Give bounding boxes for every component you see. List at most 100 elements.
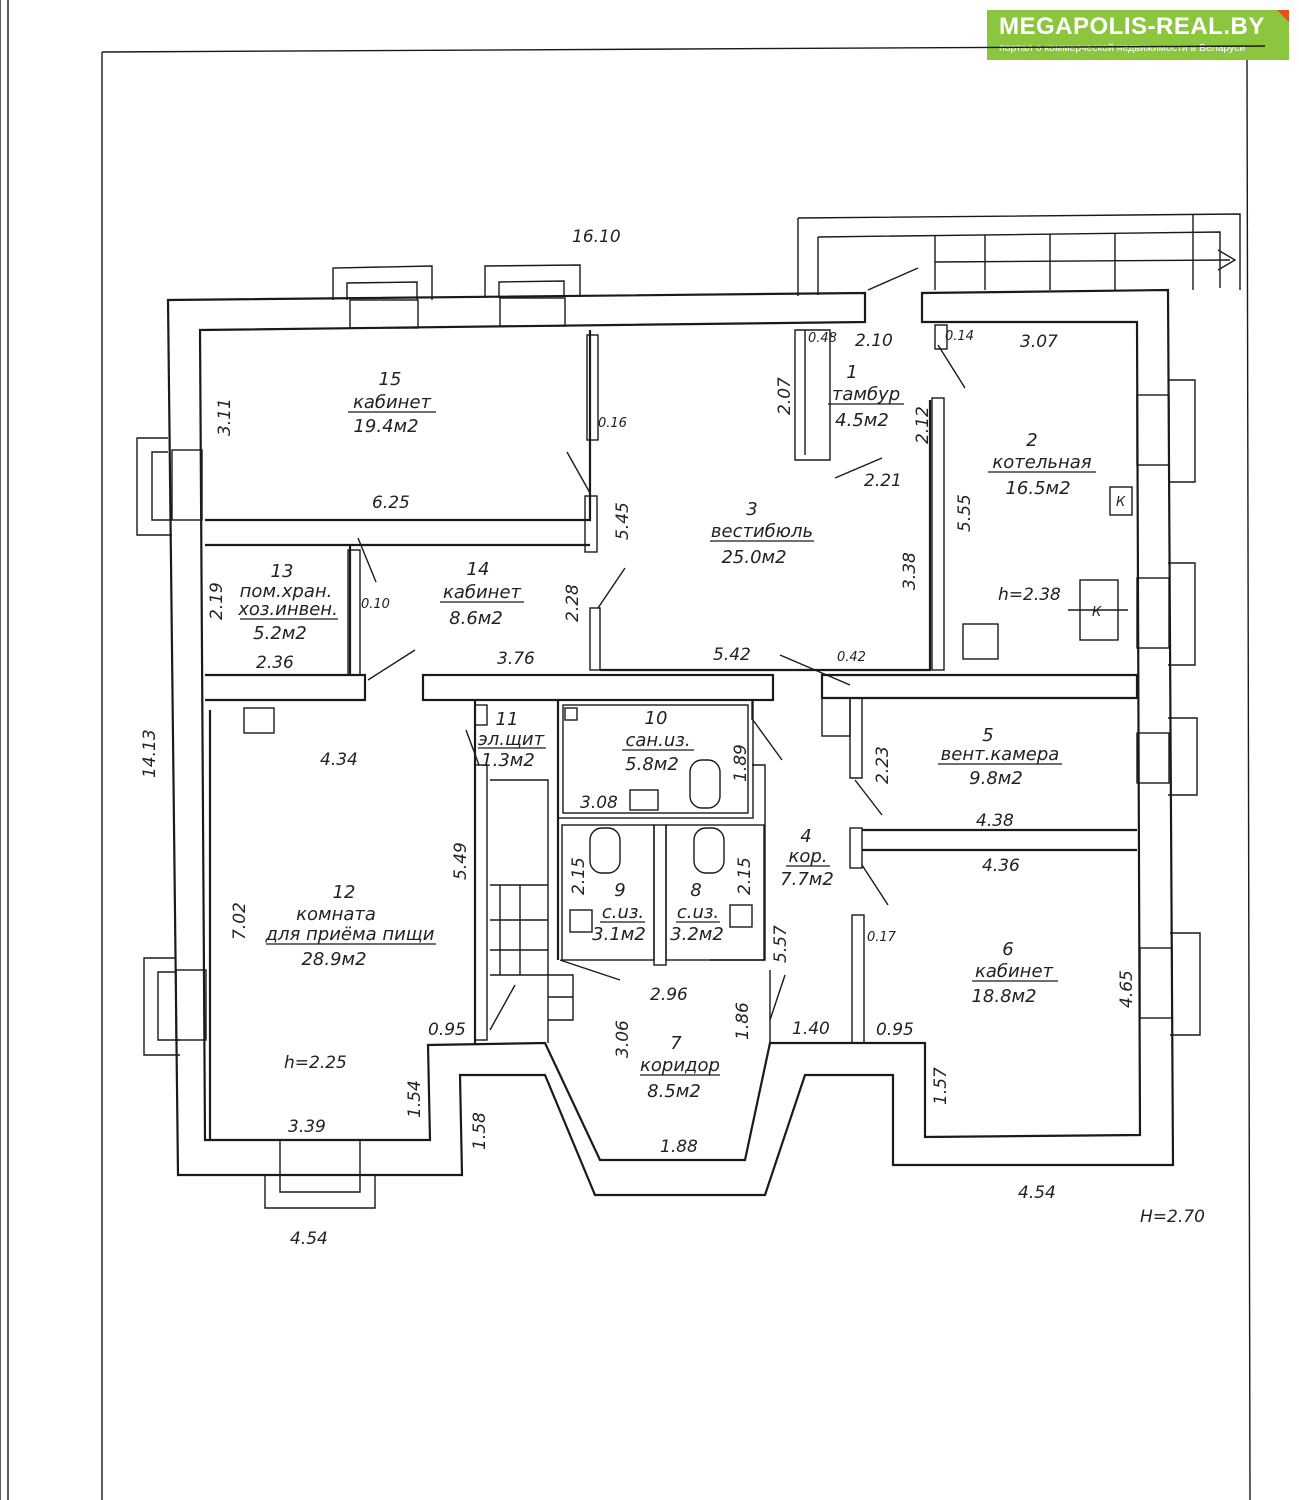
dim-2-15-a: 2.15 [569,857,589,895]
symbol-k-upper: К [1116,495,1126,510]
room-11-number: 11 [496,709,519,730]
room-12-area: 28.9м2 [301,949,366,970]
room-12-name-line2: для приёма пищи [265,924,435,945]
dim-3-06: 3.06 [613,1020,633,1058]
room-8-number: 8 [690,880,701,901]
room-13-area: 5.2м2 [253,623,307,644]
dim-5-45: 5.45 [613,502,633,540]
window-bays [136,264,1201,1209]
equipment [962,486,1133,660]
site-name[interactable]: MEGAPOLIS-REAL.BY [999,13,1265,40]
dim-6-25: 6.25 [372,493,410,513]
room-1-area: 4.5м2 [835,410,889,431]
dimension-labels: 16.10 2.10 0.48 0.14 3.07 3.11 0.16 2.07… [140,227,1137,1249]
room-6-number: 6 [1002,939,1013,960]
room-5-area: 9.8м2 [969,768,1023,789]
dim-4-34: 4.34 [320,750,358,770]
dim-3-07: 3.07 [1020,332,1058,352]
room-4-area: 7.7м2 [780,869,834,890]
room-6-area: 18.8м2 [971,986,1036,1007]
room-2-number: 2 [1026,430,1037,451]
dim-2-36: 2.36 [256,653,294,673]
room-14-number: 14 [467,559,490,580]
dim-5-57: 5.57 [771,925,791,963]
room-10-area: 5.8м2 [625,754,679,775]
room-9-area: 3.1м2 [592,924,646,945]
dim-2-28: 2.28 [563,584,583,622]
room-7-area: 8.5м2 [647,1081,701,1102]
door-swings [357,344,966,906]
dim-5-55: 5.55 [955,494,975,532]
dim-4-54-left: 4.54 [290,1229,328,1249]
dim-5-42: 5.42 [713,645,751,665]
dim-1-58: 1.58 [470,1112,490,1150]
dim-3-08: 3.08 [580,793,618,813]
dim-0-48: 0.48 [808,331,837,346]
room-3-area: 25.0м2 [721,547,786,568]
site-tagline: портал о коммерческой недвижимости в Бел… [999,42,1246,54]
dim-3-38: 3.38 [900,552,920,590]
dim-1-40: 1.40 [792,1019,830,1039]
room-2-name: котельная [992,452,1091,473]
room-4-name: кор. [788,846,827,867]
sheet-frame [0,0,1266,1500]
dim-4-65: 4.65 [1117,970,1137,1008]
dim-0-95-b: 0.95 [876,1020,914,1040]
dim-4-38: 4.38 [976,811,1014,831]
room-11-name: эл.щит [478,729,545,750]
height-boiler-room: h=2.38 [998,585,1061,605]
room-14-name: кабинет [443,582,522,603]
dim-0-16: 0.16 [598,416,627,431]
dim-1-89: 1.89 [731,744,751,782]
dim-7-02: 7.02 [230,902,250,940]
room-12-name: комната [296,904,376,925]
room-10-name: сан.uз. [625,730,690,751]
dim-0-14: 0.14 [945,329,974,344]
dim-1-88: 1.88 [660,1137,698,1157]
dim-2-21: 2.21 [864,471,902,491]
room-7-name: коридор [640,1055,720,1076]
room-9-name: с.uз. [602,902,644,923]
dim-3-39: 3.39 [288,1117,326,1137]
room-1-number: 1 [846,362,857,383]
height-labels: h=2.38 h=2.25 H=2.70 К К [284,495,1205,1227]
dim-16-10: 16.10 [572,227,621,247]
room-9-number: 9 [614,880,625,901]
banner-corner-mark [1277,10,1289,22]
room-3-name: вестибюль [711,521,813,542]
room-7-number: 7 [670,1033,682,1054]
height-total: H=2.70 [1140,1207,1205,1227]
interior-partitions [205,324,1139,1140]
dim-2-23: 2.23 [873,746,893,784]
dim-3-11: 3.11 [215,398,235,436]
room-15-area: 19.4м2 [353,416,418,437]
dim-2-10: 2.10 [855,331,893,351]
room-labels: 15 кабинет 19.4м2 1 тамбур 4.5м2 2 котел… [237,362,1096,1102]
room-13-number: 13 [271,561,294,582]
room-12-number: 12 [333,882,356,903]
room-8-name: с.uз. [677,902,719,923]
room-3-number: 3 [746,499,757,520]
room-8-area: 3.2м2 [670,924,724,945]
dim-4-36: 4.36 [982,856,1020,876]
room-13-name-line2: хоз.инвен. [237,599,338,620]
dim-14-13: 14.13 [140,729,160,778]
dim-2-19: 2.19 [207,582,227,620]
dim-0-95-a: 0.95 [428,1020,466,1040]
room-2-area: 16.5м2 [1005,478,1070,499]
room-1-name: тамбур [832,384,900,405]
dim-0-10: 0.10 [361,597,390,612]
room-5-number: 5 [982,725,993,746]
room-15-number: 15 [379,369,402,390]
dim-1-54: 1.54 [405,1080,425,1118]
height-room-12: h=2.25 [284,1053,347,1073]
room-5-name: вент.камера [941,744,1060,765]
room-4-number: 4 [800,826,811,847]
site-banner[interactable]: MEGAPOLIS-REAL.BY портал о коммерческой … [987,10,1289,60]
dim-1-57: 1.57 [931,1067,951,1105]
dim-2-96: 2.96 [650,985,688,1005]
dim-5-49: 5.49 [451,842,471,880]
dim-1-86: 1.86 [733,1002,753,1040]
room-14-area: 8.6м2 [449,608,503,629]
